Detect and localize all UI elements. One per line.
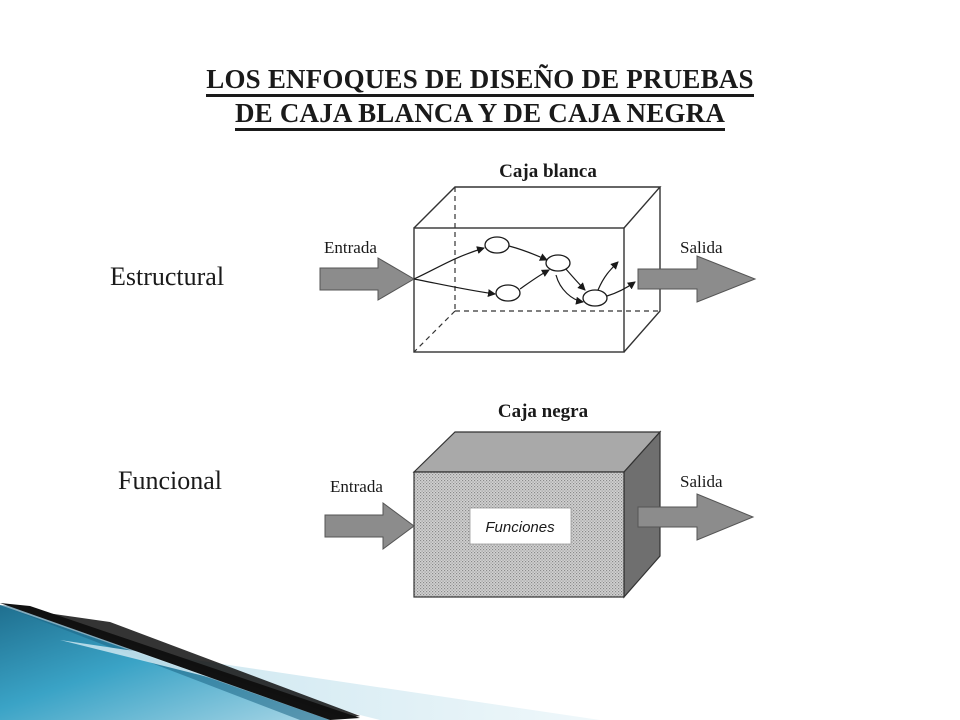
black-box-top-face bbox=[412, 431, 662, 473]
black-box-label: Caja negra bbox=[498, 401, 589, 422]
white-box-output-arrow bbox=[637, 255, 757, 303]
row-label-funcional: Funcional bbox=[118, 466, 222, 495]
white-box-flow-graph bbox=[413, 236, 636, 307]
white-box-input-label: Entrada bbox=[324, 238, 377, 257]
black-box-input-arrow bbox=[324, 502, 415, 550]
functions-label-box bbox=[469, 507, 572, 545]
flow-node-4 bbox=[582, 289, 608, 307]
white-box-hidden-edges bbox=[413, 187, 660, 353]
flow-node-2 bbox=[495, 284, 521, 302]
functions-label: Funciones bbox=[485, 519, 555, 536]
slide-title-line-2: DE CAJA BLANCA Y DE CAJA NEGRA bbox=[0, 98, 960, 131]
row-label-estructural: Estructural bbox=[110, 262, 225, 291]
black-box-output-label: Salida bbox=[680, 472, 723, 491]
white-box-output-label: Salida bbox=[680, 238, 723, 257]
white-box-label: Caja blanca bbox=[499, 161, 597, 182]
flow-node-1 bbox=[484, 236, 510, 254]
black-box-group: Caja negra Funciones Entrada Salida bbox=[324, 401, 755, 599]
slide-theme-accent bbox=[0, 603, 600, 720]
white-box-input-arrow bbox=[319, 257, 415, 301]
flow-node-3 bbox=[545, 254, 571, 272]
white-box-group: Caja blanca Entrada Salida bbox=[319, 161, 757, 353]
black-box-input-label: Entrada bbox=[330, 477, 383, 496]
slide-title-line-1: LOS ENFOQUES DE DISEÑO DE PRUEBAS bbox=[0, 64, 960, 97]
white-box-edges bbox=[413, 186, 662, 353]
black-box-output-arrow bbox=[637, 493, 755, 541]
